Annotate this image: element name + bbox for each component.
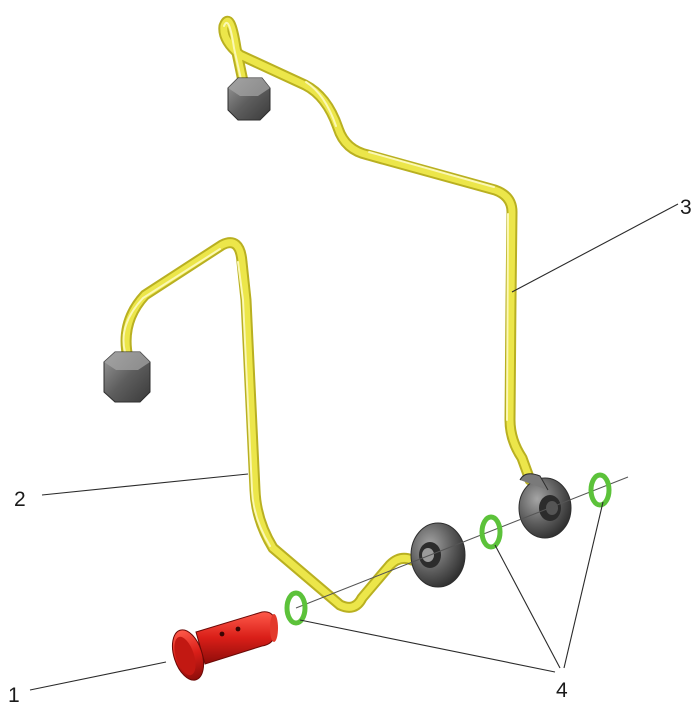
leader-line-1 xyxy=(29,661,167,691)
leader-line-4b xyxy=(494,544,561,669)
leader-line-2 xyxy=(41,473,249,496)
seal-ring xyxy=(479,514,503,550)
banjo-fitting xyxy=(518,473,572,539)
callout-3: 3 xyxy=(680,196,692,219)
hex-nut xyxy=(227,77,271,121)
leader-line-3 xyxy=(511,203,679,293)
leader-line-4a xyxy=(299,619,556,673)
banjo-bolt xyxy=(171,611,278,681)
callout-2: 2 xyxy=(14,488,26,511)
seal-ring xyxy=(284,590,308,626)
callout-4: 4 xyxy=(556,679,568,702)
seal-ring xyxy=(588,472,612,508)
assembly-axis xyxy=(295,476,629,609)
fuel-line-2 xyxy=(103,237,466,613)
fuel-line-3 xyxy=(218,15,572,539)
callout-1: 1 xyxy=(8,684,20,707)
hex-nut xyxy=(103,351,151,403)
leader-line-4c xyxy=(563,501,604,669)
banjo-fitting xyxy=(410,522,466,588)
